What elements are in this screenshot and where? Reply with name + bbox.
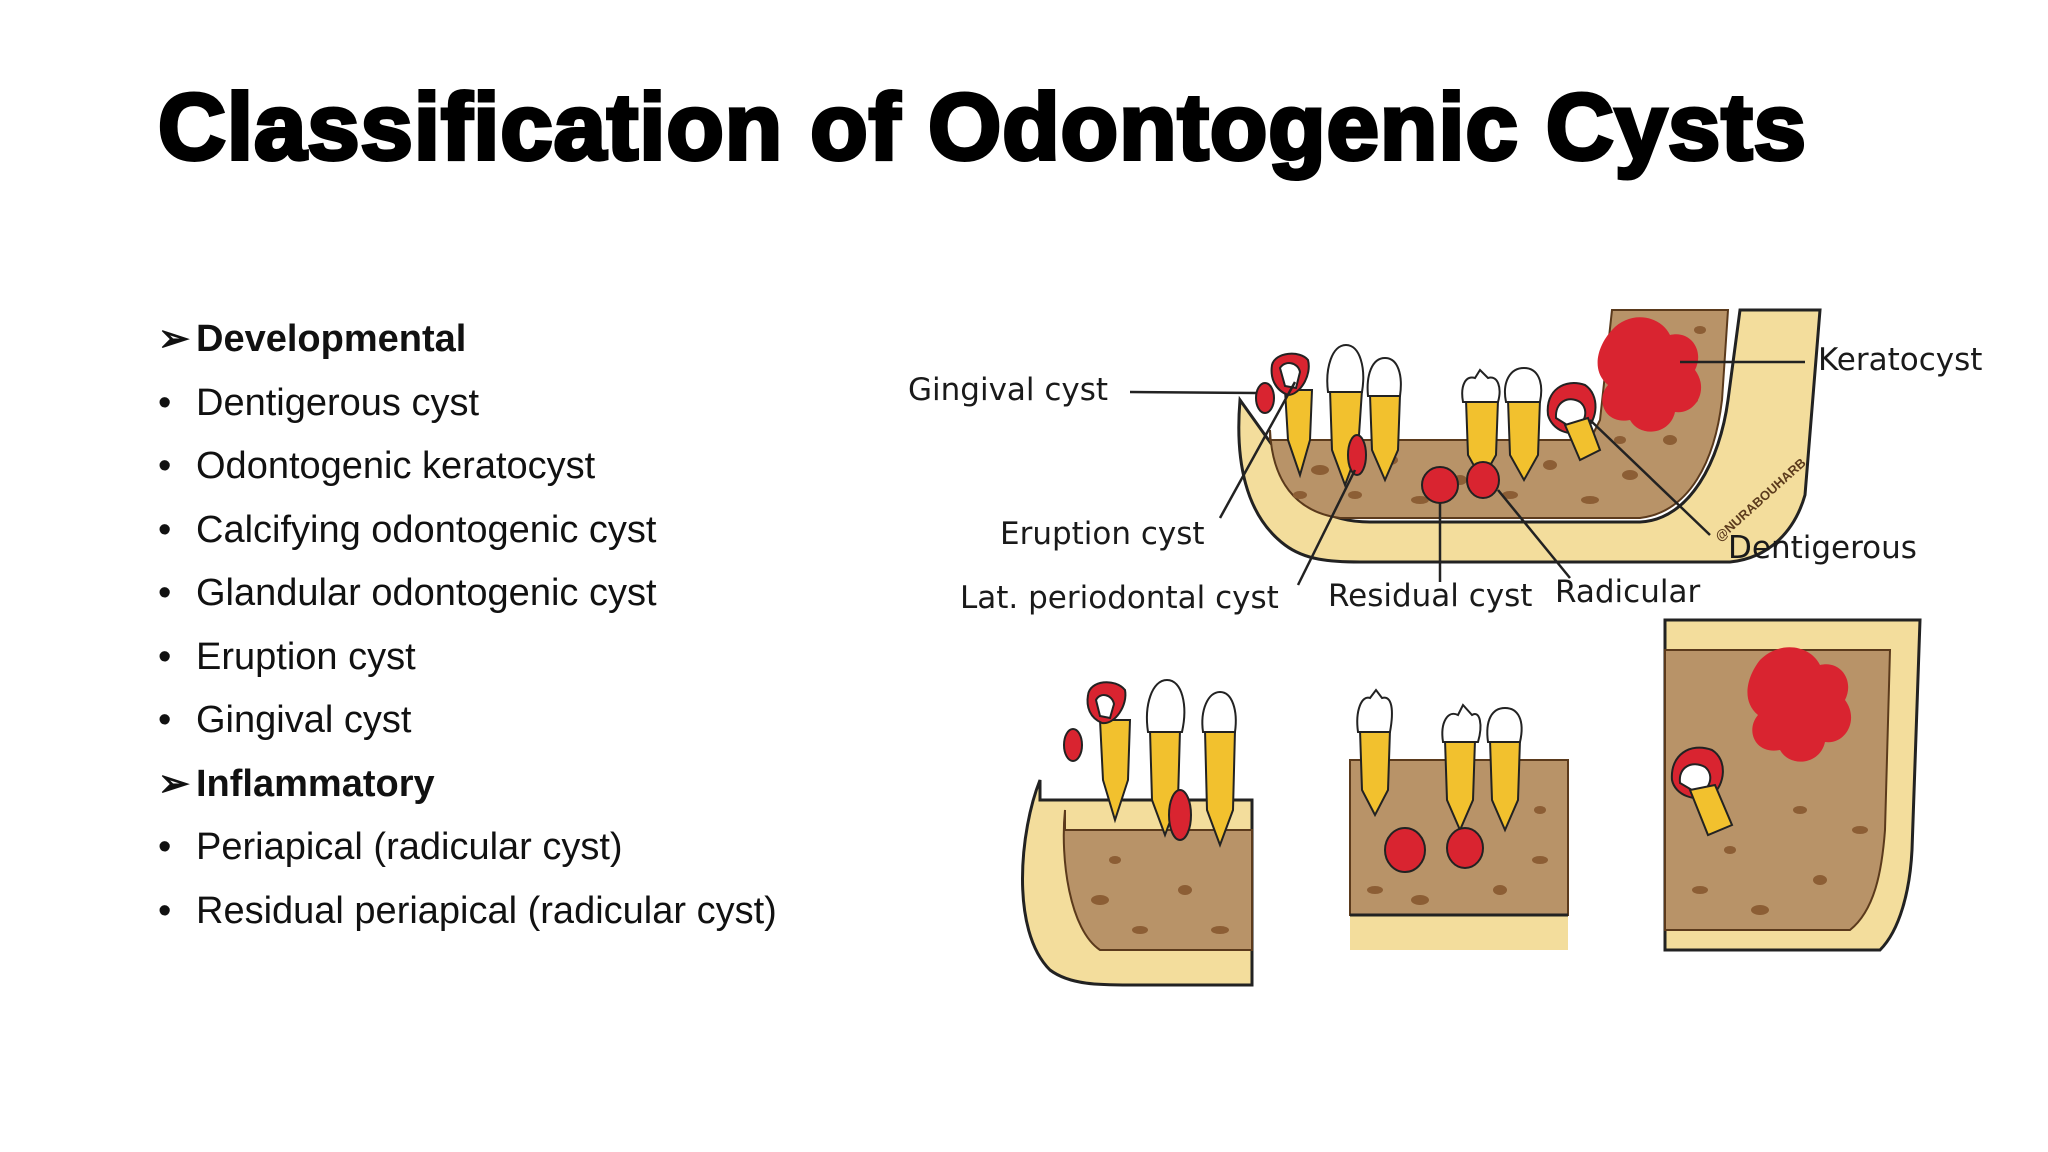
label-eruption-cyst: Eruption cyst — [1000, 516, 1205, 552]
list-item: • Gingival cyst — [158, 689, 777, 753]
list-item: • Periapical (radicular cyst) — [158, 816, 777, 880]
tooth-crown — [1504, 366, 1543, 403]
list-item-text: Calcifying odontogenic cyst — [196, 508, 657, 551]
list-item: • Calcifying odontogenic cyst — [158, 499, 777, 563]
jaw-cortex — [1237, 308, 1822, 564]
bullet-icon: • — [158, 699, 172, 741]
list-item: • Residual periapical (radicular cyst) — [158, 880, 777, 944]
list-item-text: Residual periapical (radicular cyst) — [196, 889, 777, 932]
bullet-icon: • — [158, 826, 172, 868]
list-item: • Odontogenic keratocyst — [158, 435, 777, 499]
arrow-bullet-icon: ➢ — [158, 762, 190, 805]
label-leader-lines — [1129, 360, 1805, 586]
tooth-crown — [1461, 368, 1501, 403]
list-item: • Dentigerous cyst — [158, 372, 777, 436]
label-residual-cyst: Residual cyst — [1328, 578, 1533, 614]
slide-title: Classification of Odontogenic Cysts — [156, 72, 1808, 181]
list-heading-developmental: ➢Developmental — [158, 308, 777, 372]
bullet-icon: • — [158, 381, 172, 424]
list-item-text: Periapical (radicular cyst) — [196, 826, 623, 868]
tooth-root — [1283, 389, 1314, 479]
upper-jaw-section: @NURABOUHARB — [1237, 308, 1822, 564]
list-item-text: Dentigerous cyst — [196, 381, 480, 424]
label-dentigerous: Dentigerous — [1728, 530, 1917, 566]
label-radicular: Radicular — [1555, 574, 1701, 610]
tooth-root — [1563, 416, 1602, 462]
list-item-text: Developmental — [196, 318, 467, 360]
list-item-text: Eruption cyst — [196, 635, 416, 678]
residual-cyst-lesion — [1421, 466, 1459, 504]
keratocyst-lesion — [1597, 317, 1702, 432]
list-item-text: Gingival cyst — [196, 699, 412, 741]
lower-left-panel — [1021, 678, 1254, 987]
cyst-classification-list: ➢Developmental •Dentigerous cyst •Odonto… — [158, 308, 777, 943]
lower-right-panel — [1663, 618, 1922, 952]
label-lat-periodontal-cyst: Lat. periodontal cyst — [960, 580, 1279, 616]
jaw-illustration-svg: @NURABOUHARB — [1021, 308, 1922, 987]
tooth-crown — [1366, 356, 1402, 397]
list-heading-inflammatory: ➢Inflammatory — [158, 753, 777, 817]
bullet-icon: • — [158, 445, 172, 487]
lower-middle-panel — [1349, 688, 1569, 950]
arrow-bullet-icon: ➢ — [158, 318, 190, 360]
bullet-icon: • — [158, 889, 172, 932]
list-item: • Eruption cyst — [158, 626, 777, 690]
bullet-icon: • — [158, 572, 172, 614]
bullet-icon: • — [158, 635, 172, 678]
bullet-icon: • — [158, 508, 172, 551]
list-item-text: Odontogenic keratocyst — [196, 445, 596, 487]
label-gingival-cyst: Gingival cyst — [908, 372, 1109, 408]
gingival-cyst-lesion — [1255, 382, 1275, 414]
list-item: • Glandular odontogenic cyst — [158, 562, 777, 626]
odontogenic-cysts-illustration: @NURABOUHARB — [900, 290, 2020, 990]
lat-periodontal-cyst-lesion — [1347, 434, 1367, 476]
tooth-crown — [1278, 362, 1302, 390]
label-keratocyst: Keratocyst — [1818, 342, 1983, 378]
tooth-crown — [1326, 343, 1365, 393]
radicular-cyst-lesion — [1466, 461, 1500, 499]
list-item-text: Inflammatory — [196, 762, 435, 805]
list-item-text: Glandular odontogenic cyst — [196, 572, 657, 614]
